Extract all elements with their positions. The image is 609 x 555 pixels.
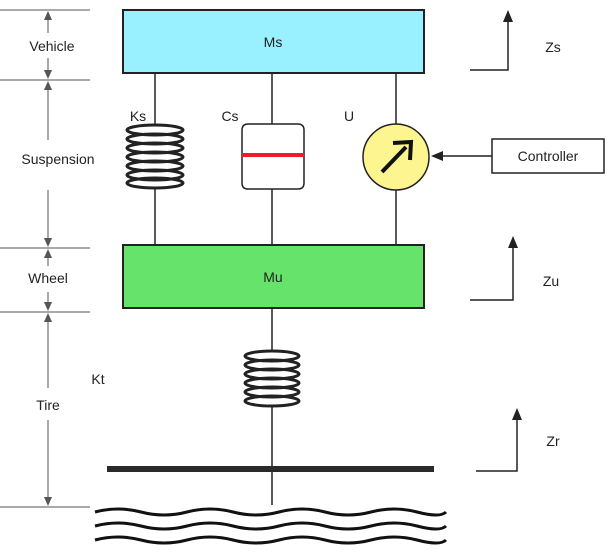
unsprung-mass-block	[122, 244, 425, 309]
tire-spring	[243, 308, 301, 505]
region-dimension-lines	[0, 9, 90, 508]
zu-displacement-arrow	[470, 246, 514, 301]
dimension-arrowheads	[44, 11, 52, 506]
tire-spring-label: Kt	[91, 371, 104, 387]
controller-label: Controller	[518, 148, 579, 164]
unsprung-mass-label: Mu	[263, 269, 282, 285]
actuator-label: U	[344, 108, 354, 124]
zr-displacement-arrow	[476, 418, 518, 472]
sprung-mass-label: Ms	[264, 34, 283, 50]
region-label-tire: Tire	[36, 397, 60, 413]
zs-label: Zs	[545, 39, 561, 55]
zu-label: Zu	[543, 273, 559, 289]
road-wave-icon	[94, 507, 448, 545]
region-label-vehicle: Vehicle	[29, 38, 74, 54]
zu-arrowhead	[508, 236, 518, 248]
suspension-spring-label: Ks	[130, 108, 146, 124]
zs-arrowhead	[503, 10, 513, 22]
zs-displacement-arrow	[470, 18, 509, 71]
controller-signal-arrowhead	[431, 151, 443, 161]
region-label-wheel: Wheel	[28, 270, 68, 286]
zr-label: Zr	[546, 433, 560, 449]
diagonal-arrow-icon	[380, 139, 414, 174]
actuator	[362, 73, 430, 245]
controller-box	[491, 138, 605, 174]
region-label-suspension: Suspension	[21, 151, 94, 167]
sprung-mass-block	[122, 9, 425, 74]
damper-label: Cs	[221, 108, 238, 124]
damper	[241, 73, 305, 245]
suspension-spring	[125, 73, 185, 245]
zr-arrowhead	[512, 408, 522, 420]
road-base-bar	[107, 466, 434, 472]
